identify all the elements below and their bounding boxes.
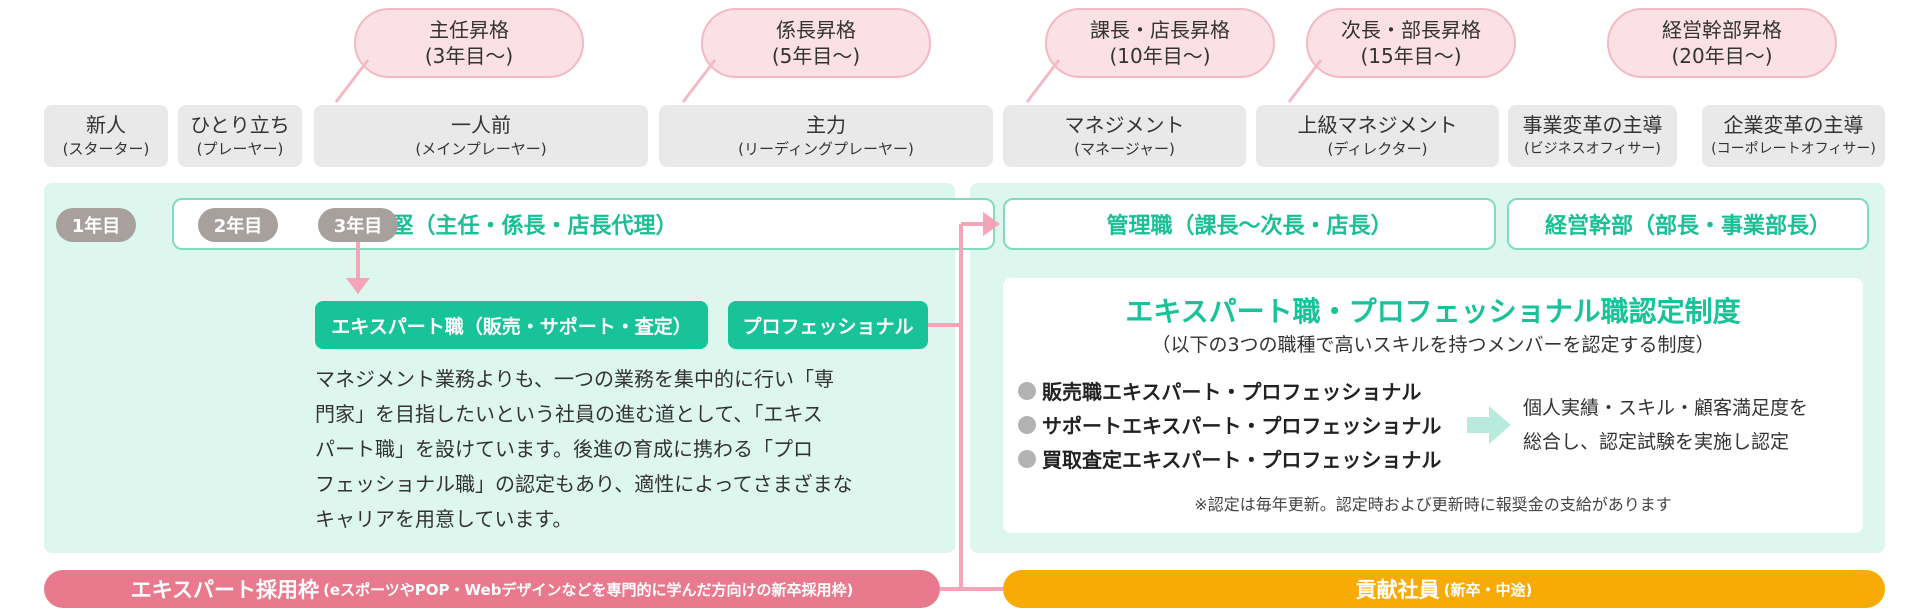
promotion-years: (20年目〜) [1671,44,1773,68]
year-pill-2: 2年目 [198,208,278,242]
stage-title: 新人 [86,113,126,137]
promotion-title: 主任昇格 [429,18,509,42]
certification-item-label: サポートエキスパート・プロフェッショナル [1042,414,1442,438]
certification-item-label: 販売職エキスパート・プロフェッショナル [1042,380,1422,404]
bullet-icon [1018,415,1036,434]
stage-corporate-officer: 企業変革の主導 (コーポレートオフィサー) [1702,105,1885,167]
promotion-title: 課長・店長昇格 [1090,18,1230,42]
description-line: フェッショナル職」の認定もあり、適性によってさまざまな [315,472,853,496]
promotion-bubble-kacho: 課長・店長昇格 (10年目〜) [1045,8,1275,78]
certification-box: エキスパート職・プロフェッショナル職認定制度 （以下の3つの職種で高いスキルを持… [1003,278,1863,533]
promotion-years: (15年目〜) [1360,44,1462,68]
stage-sub: (ディレクター) [1327,140,1428,158]
certification-item: サポートエキスパート・プロフェッショナル [1018,410,1441,439]
certification-result: 個人実績・スキル・顧客満足度を 総合し、認定試験を実施し認定 [1523,391,1808,459]
stage-title: 一人前 [451,113,511,137]
stage-title: ひとり立ち [190,113,290,137]
arrow-right-icon [1467,406,1511,444]
stage-sub: (メインプレーヤー) [415,140,547,158]
stage-senior-management: 上級マネジメント (ディレクター) [1256,105,1499,167]
year-pill-3: 3年目 [318,208,398,242]
description-line: パート職」を設けています。後進の育成に携わる「プロ [315,437,813,461]
stage-title: 事業変革の主導 [1522,113,1663,137]
certification-note: ※認定は毎年更新。認定時および更新時に報奨金の支給があります [1194,495,1672,514]
year-label: 1年目 [71,216,121,237]
stage-sub: (コーポレートオフィサー) [1711,141,1876,157]
professional-label: プロフェッショナル [742,315,914,338]
promotion-bubble-kakaricho: 係長昇格 (5年目〜) [701,8,931,78]
stage-business-officer: 事業変革の主導 (ビジネスオフィサー) [1508,105,1677,167]
mid-level-track: 中堅（主任・係長・店長代理） [172,198,995,250]
contributor-title: 貢献社員 [1355,578,1440,602]
description-line: キャリアを用意しています。 [315,507,573,531]
stage-ichininmae: 一人前 (メインプレーヤー) [314,105,648,167]
stage-sub: (リーディングプレーヤー) [738,140,914,158]
stage-management: マネジメント (マネージャー) [1003,105,1246,167]
stage-title: 上級マネジメント [1297,113,1458,137]
promotion-title: 経営幹部昇格 [1662,18,1782,42]
promotion-years: (10年目〜) [1109,44,1211,68]
manager-track-label: 管理職（課長〜次長・店長） [1106,214,1393,239]
stage-shuryoku: 主力 (リーディングプレーヤー) [659,105,993,167]
certification-subtitle: （以下の3つの職種で高いスキルを持つメンバーを認定する制度） [1151,334,1715,356]
contributor-sub: (新卒・中途) [1443,580,1533,599]
promotion-bubble-keiei: 経営幹部昇格 (20年目〜) [1607,8,1837,78]
certification-item: 販売職エキスパート・プロフェッショナル [1018,376,1421,405]
certification-result-line: 個人実績・スキル・顧客満足度を [1523,397,1809,419]
promotion-bubble-shunin: 主任昇格 (3年目〜) [354,8,584,78]
stage-title: マネジメント [1064,113,1185,137]
stage-sub: (マネージャー) [1074,140,1175,158]
expert-hiring-bar: エキスパート採用枠 (eスポーツやPOP・Webデザインなどを専門的に学んだ方向… [44,570,940,608]
bubble-tail [1287,59,1323,103]
manager-track: 管理職（課長〜次長・店長） [1003,198,1496,250]
year-label: 3年目 [333,216,383,237]
promotion-title: 係長昇格 [776,18,856,42]
bubble-tail [334,59,370,103]
stage-title: 主力 [806,113,846,137]
promotion-bubble-jicho: 次長・部長昇格 (15年目〜) [1306,8,1516,78]
stage-title: 企業変革の主導 [1723,113,1864,137]
contributor-bar: 貢献社員 (新卒・中途) [1003,570,1885,608]
certification-result-line: 総合し、認定試験を実施し認定 [1523,431,1790,453]
expert-description: マネジメント業務よりも、一つの業務を集中的に行い「専 門家」を目指したいという社… [315,362,935,537]
expert-position-label: エキスパート職（販売・サポート・査定） [331,315,692,338]
bullet-icon [1018,381,1036,400]
bullet-icon [1018,449,1036,468]
certification-title: エキスパート職・プロフェッショナル職認定制度 [1125,295,1741,328]
promotion-title: 次長・部長昇格 [1341,18,1481,42]
certification-item: 買取査定エキスパート・プロフェッショナル [1018,444,1441,473]
expert-hiring-title: エキスパート採用枠 [130,578,320,602]
promotion-years: (3年目〜) [424,44,514,68]
stage-sub: (プレーヤー) [196,140,284,158]
mid-level-track-label: 中堅（主任・係長・店長代理） [369,214,678,239]
year-label: 2年目 [213,216,263,237]
professional-button[interactable]: プロフェッショナル [728,301,928,349]
expert-position-button[interactable]: エキスパート職（販売・サポート・査定） [315,301,708,349]
description-line: 門家」を目指したいという社員の進む道として、「エキス [315,402,823,426]
promotion-years: (5年目〜) [771,44,861,68]
stage-sub: (スターター) [62,140,150,158]
stage-sub: (ビジネスオフィサー) [1524,141,1661,157]
expert-hiring-sub: (eスポーツやPOP・Webデザインなどを専門的に学んだ方向けの新卒採用枠) [323,580,854,599]
bubble-tail [1025,59,1061,103]
executive-track: 経営幹部（部長・事業部長） [1507,198,1869,250]
stage-hitoridachi: ひとり立ち (プレーヤー) [178,105,302,167]
stage-shinjin: 新人 (スターター) [44,105,168,167]
description-line: マネジメント業務よりも、一つの業務を集中的に行い「専 [315,367,834,391]
executive-track-label: 経営幹部（部長・事業部長） [1544,214,1831,239]
certification-item-label: 買取査定エキスパート・プロフェッショナル [1042,448,1442,472]
bubble-tail [681,59,717,103]
year-pill-1: 1年目 [56,208,136,242]
